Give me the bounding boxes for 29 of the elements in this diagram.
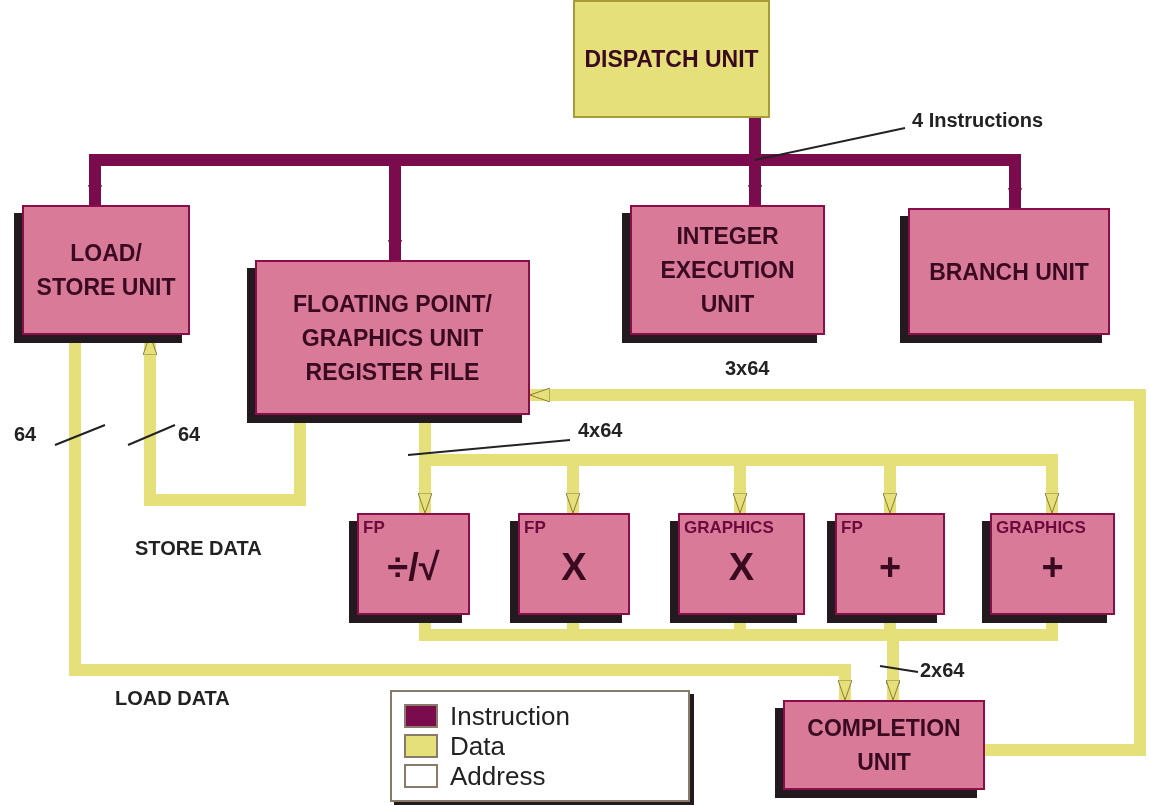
bus-label: STORE DATA bbox=[135, 538, 262, 558]
unit-label: DISPATCH UNIT bbox=[583, 45, 760, 74]
unit-heading: FP bbox=[363, 519, 385, 536]
arrow bbox=[529, 387, 1146, 756]
bus-label: LOAD DATA bbox=[115, 688, 230, 708]
operation-symbol: ÷/√ bbox=[387, 548, 440, 586]
unit-label: LOAD/ STORE UNIT bbox=[35, 239, 177, 302]
unit-label: INTEGER EXECUTION UNIT bbox=[659, 222, 796, 319]
bus-label: 3x64 bbox=[725, 358, 770, 378]
bus-width-label: 4x64 bbox=[578, 420, 623, 440]
dispatch-box bbox=[573, 0, 770, 118]
legend-text: Data bbox=[450, 733, 505, 759]
unit-heading: FP bbox=[841, 519, 863, 536]
unit-heading: FP bbox=[524, 519, 546, 536]
unit-heading: GRAPHICS bbox=[684, 519, 774, 536]
bus-width-label: 4 Instructions bbox=[912, 110, 1044, 130]
legend-text: Instruction bbox=[450, 703, 570, 729]
bus-width-label: 64 bbox=[178, 424, 201, 444]
operation-symbol: + bbox=[1041, 548, 1064, 586]
bus-width-label: 2x64 bbox=[920, 660, 965, 680]
legend-text: Address bbox=[450, 763, 546, 789]
unit-label: FLOATING POINT/ GRAPHICS UNIT REGISTER FILE bbox=[292, 289, 493, 387]
unit-label: COMPLETION UNIT bbox=[806, 714, 962, 777]
operation-symbol: + bbox=[878, 548, 902, 586]
operation-symbol: X bbox=[561, 548, 587, 586]
unit-heading: GRAPHICS bbox=[996, 519, 1086, 536]
operation-symbol: X bbox=[728, 548, 755, 586]
bus-width-label: 64 bbox=[14, 424, 37, 444]
unit-label: BRANCH UNIT bbox=[928, 257, 1090, 287]
